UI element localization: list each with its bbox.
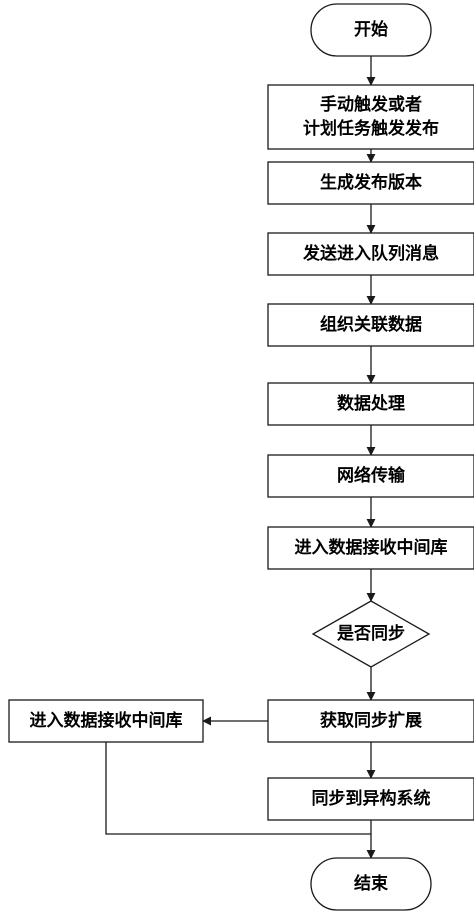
node-is-sync: 是否同步 [311,600,431,668]
terminal-shape [310,3,432,57]
node-gen-version: 生成发布版本 [267,161,474,205]
process-shape [267,303,474,347]
node-label: 数据处理 [337,393,405,414]
edge-enter-db-side-to-end [105,742,371,835]
node-process-data: 数据处理 [267,382,474,426]
process-shape [8,699,204,743]
node-enter-db-side: 进入数据接收中间库 [8,699,204,743]
process-shape [267,777,474,821]
node-label: 生成发布版本 [320,172,422,193]
node-label: 结束 [354,873,388,894]
process-shape [267,454,474,498]
node-label: 网络传输 [337,465,406,486]
node-label: 进入数据接收中间库 [295,537,448,558]
node-label: 组织关联数据 [320,314,422,335]
node-label: 获取同步扩展 [320,710,422,731]
terminal-shape [310,857,432,911]
nodes-layer: 开始手动触发或者计划任务触发发布生成发布版本发送进入队列消息组织关联数据数据处理… [8,3,474,911]
process-shape [267,84,474,150]
node-label: 手动触发或者 [320,94,422,115]
node-sync-hetero: 同步到异构系统 [267,777,474,821]
process-shape [267,382,474,426]
node-label: 发送进入队列消息 [302,243,439,264]
edges-layer [105,56,376,859]
process-shape [267,232,474,276]
process-shape [267,526,474,570]
process-shape [267,161,474,205]
node-label: 开始 [354,19,388,40]
node-end: 结束 [310,857,432,911]
node-label: 计划任务触发发布 [303,118,439,139]
node-enter-db: 进入数据接收中间库 [267,526,474,570]
node-organize: 组织关联数据 [267,303,474,347]
node-start: 开始 [310,3,432,57]
process-shape [267,699,474,743]
node-label: 进入数据接收中间库 [30,710,183,731]
node-get-ext: 获取同步扩展 [267,699,474,743]
node-label: 是否同步 [337,623,405,644]
decision-shape [311,600,431,668]
node-label: 同步到异构系统 [312,788,431,809]
node-network: 网络传输 [267,454,474,498]
node-send-queue: 发送进入队列消息 [267,232,474,276]
